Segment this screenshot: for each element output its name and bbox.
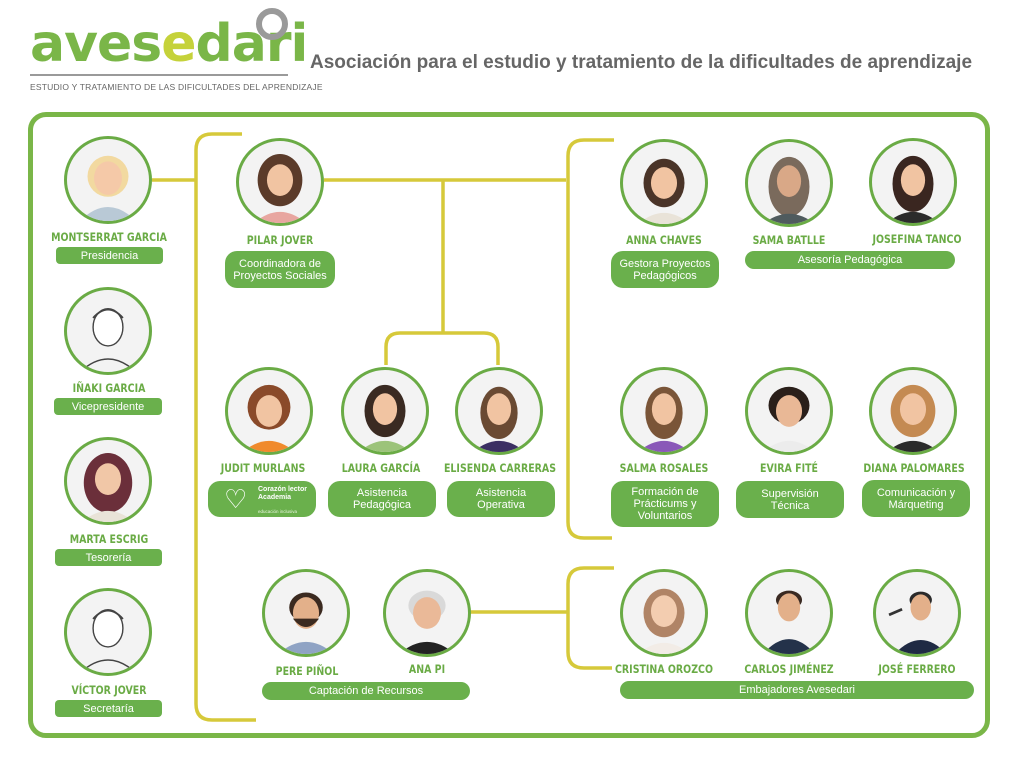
avatar-inaki-garcia xyxy=(64,287,152,375)
person-name: DIANA PALOMARES xyxy=(863,461,965,475)
avatar-sama-batlle xyxy=(745,139,833,227)
person-name: MONTSERRAT GARCIA xyxy=(51,230,167,244)
avatar-carlos-jimenez xyxy=(745,569,833,657)
left-bracket xyxy=(194,132,256,722)
avatar-salma-rosales xyxy=(620,367,708,455)
logo-ring-icon xyxy=(256,8,288,40)
assistants-branch xyxy=(384,331,500,365)
role-label: Comunicación y Márqueting xyxy=(862,480,970,517)
portrait-icon xyxy=(81,453,135,522)
avatar-anna-chaves xyxy=(620,139,708,227)
person-name: CRISTINA OROZCO xyxy=(615,662,713,676)
heart-icon: ♡ xyxy=(224,484,248,514)
portrait-icon xyxy=(886,384,940,452)
avatar-victor-jover xyxy=(64,588,152,676)
portrait-icon xyxy=(278,592,334,654)
portrait-icon xyxy=(253,154,307,223)
portrait-icon xyxy=(472,386,526,452)
avatar-marta-escrig xyxy=(64,437,152,525)
person-name: PILAR JOVER xyxy=(246,233,314,247)
portrait-icon xyxy=(762,590,816,654)
portrait-icon xyxy=(637,386,691,452)
portrait-icon xyxy=(886,155,940,223)
role-label: Captación de Recursos xyxy=(262,682,470,700)
role-label: Embajadores Avesedari xyxy=(620,681,974,699)
role-label: Asistencia Pedagógica xyxy=(328,481,436,517)
avatar-pilar-jover xyxy=(236,138,324,226)
avatar-evira-fite xyxy=(745,367,833,455)
role-label: Asistencia Operativa xyxy=(447,481,555,517)
person-name: EVIRA FITÉ xyxy=(760,461,818,475)
role-label: Presidencia xyxy=(56,247,163,264)
avatar-montserrat-garcia xyxy=(64,136,152,224)
portrait-icon xyxy=(637,158,691,224)
person-name: JUDIT MURLANS xyxy=(220,461,306,475)
org-chart-frame xyxy=(28,112,990,738)
right-bracket-top xyxy=(566,138,614,540)
portrait-icon xyxy=(358,384,412,452)
avatar-diana-palomares xyxy=(869,367,957,455)
role-label: Formación de Prácticums y Voluntarios xyxy=(611,481,719,527)
person-name: MARTA ESCRIG xyxy=(69,532,149,546)
avatar-ana-pi xyxy=(383,569,471,657)
person-name: SAMA BATLLE xyxy=(752,233,826,247)
person-name: SALMA ROSALES xyxy=(619,461,709,475)
logo-divider xyxy=(30,74,288,76)
badge-subtitle: educación inclusiva xyxy=(258,509,298,514)
person-name: ELISENDA CARRERAS xyxy=(443,461,557,475)
avatar-judit-murlans xyxy=(225,367,313,455)
role-label: Tesorería xyxy=(55,549,162,566)
role-label: Gestora Proyectos Pedagógicos xyxy=(611,251,719,288)
portrait-icon xyxy=(762,156,816,224)
sketch-portrait-icon xyxy=(79,307,137,372)
avatar-pere-pinol xyxy=(262,569,350,657)
portrait-icon xyxy=(80,155,136,221)
person-name: ANA PI xyxy=(408,662,446,676)
role-label: Asesoría Pedagógica xyxy=(745,251,955,269)
right-bracket-bottom xyxy=(566,566,614,670)
person-name: LAURA GARCÍA xyxy=(341,461,421,475)
page-title: Asociación para el estudio y tratamiento… xyxy=(310,52,973,73)
corazon-lector-academia-badge: ♡ Corazón lector Academia educación incl… xyxy=(208,481,316,517)
portrait-icon xyxy=(242,384,296,452)
role-label: Secretaría xyxy=(55,700,162,717)
role-label: Coordinadora de Proyectos Sociales xyxy=(225,251,335,288)
person-name: PERE PIÑOL xyxy=(275,664,339,678)
avatar-josefina-tanco xyxy=(869,138,957,226)
portrait-icon xyxy=(399,590,455,654)
role-label: Supervisión Técnica xyxy=(736,481,844,518)
avatar-cristina-orozco xyxy=(620,569,708,657)
avatar-jose-ferrero xyxy=(873,569,961,657)
portrait-icon xyxy=(637,588,691,654)
role-label: Vicepresidente xyxy=(54,398,162,415)
logo-tagline: ESTUDIO Y TRATAMIENTO DE LAS DIFICULTADE… xyxy=(30,82,323,92)
portrait-icon xyxy=(888,591,947,654)
avatar-laura-garcia xyxy=(341,367,429,455)
person-name: JOSEFINA TANCO xyxy=(872,232,962,246)
sketch-portrait-icon xyxy=(79,608,137,673)
person-name: VÍCTOR JOVER xyxy=(71,683,147,697)
person-name: IÑAKI GARCIA xyxy=(72,381,146,395)
person-name: CARLOS JIMÉNEZ xyxy=(744,662,834,676)
badge-title: Corazón lector Academia xyxy=(258,486,308,501)
person-name: JOSÉ FERRERO xyxy=(878,662,956,676)
portrait-icon xyxy=(762,386,816,452)
avatar-elisenda-carreras xyxy=(455,367,543,455)
person-name: ANNA CHAVES xyxy=(626,233,702,247)
